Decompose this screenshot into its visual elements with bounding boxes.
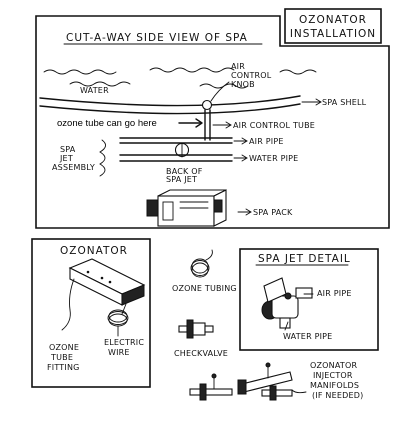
air-pipe-label: AIR PIPE [249,137,284,146]
manifolds-label-1: OZONATOR [310,361,357,370]
air-control-knob-arrow [210,81,230,102]
ozonator-title: OZONATOR [60,245,128,257]
checkvalve-label: CHECKVALVE [174,349,228,358]
air-control-knob [201,99,213,111]
electric-wire-label-1: ELECTRIC [104,338,144,347]
ozone-tubing-coil [190,249,213,278]
spa-shell-outer [39,95,301,107]
ozonator-unit [68,258,146,306]
spa-pack-label: SPA PACK [253,208,293,217]
spa-shell-label: SPA SHELL [322,98,367,107]
back-of-spa-jet-label-1: BACK OF [166,167,203,176]
spa-jet-detail-part [261,277,313,329]
spa-jet-assembly-label-2: JET [59,154,73,163]
water-label: WATER [80,86,109,95]
spa-shell-inner [39,103,301,115]
ozonator-installation-box [284,8,382,44]
water-waves [43,67,317,89]
side-view-frame [35,15,390,229]
ozonator-frame [31,238,151,388]
header-line1: OZONATOR [299,14,367,26]
water-pipe-label: WATER PIPE [249,154,298,163]
back-of-spa-jet-label-2: SPA JET [166,175,197,184]
ozone-tubing-label: OZONE TUBING [172,284,237,293]
air-control-tube-label: AIR CONTROL TUBE [233,121,315,130]
spa-jet-assembly-label-1: SPA [60,145,76,154]
ozone-tube-fitting-line [61,278,75,331]
manifolds-label-4: (IF NEEDED) [312,391,363,400]
spa-jet-assembly-label-3: ASSEMBLY [52,163,95,172]
spa-jet-detail-air-pipe-label: AIR PIPE [317,289,352,298]
manifolds-label-2: INJECTOR [313,371,353,380]
side-view-title: CUT-A-WAY SIDE VIEW OF SPA [66,32,248,44]
spa-jet-detail-water-pipe-label: WATER PIPE [283,332,332,341]
spa-jet-detail-title: SPA JET DETAIL [258,253,351,265]
spa-jet-detail-frame [239,248,379,351]
ozone-tube-fitting-label-1: OZONE [49,343,79,352]
air-control-knob-label-1: AIR [231,62,245,71]
spa-jet-detail-water-pipe-arrow [284,321,289,331]
ozone-tube-fitting-label-2: TUBE [50,353,73,362]
spa-jet-assembly-brace [99,139,106,177]
electric-wire-coil [107,303,129,327]
electric-wire-label-2: WIRE [108,348,130,357]
checkvalve-part [178,319,214,339]
header-line2: INSTALLATION [290,28,376,40]
air-control-knob-label-3: KNOB [231,80,255,89]
manifolds-label-3: MANIFOLDS [310,381,359,390]
spa-pack-illustration [146,189,227,227]
air-control-knob-label-2: CONTROL [231,71,272,80]
injector-manifold-1 [189,373,233,401]
ozone-tube-note: ozone tube can go here [57,118,157,129]
injector-manifold-2 [237,362,293,401]
ozone-tube-fitting-label-3: FITTING [47,363,80,372]
manifolds-arrow [291,389,307,394]
